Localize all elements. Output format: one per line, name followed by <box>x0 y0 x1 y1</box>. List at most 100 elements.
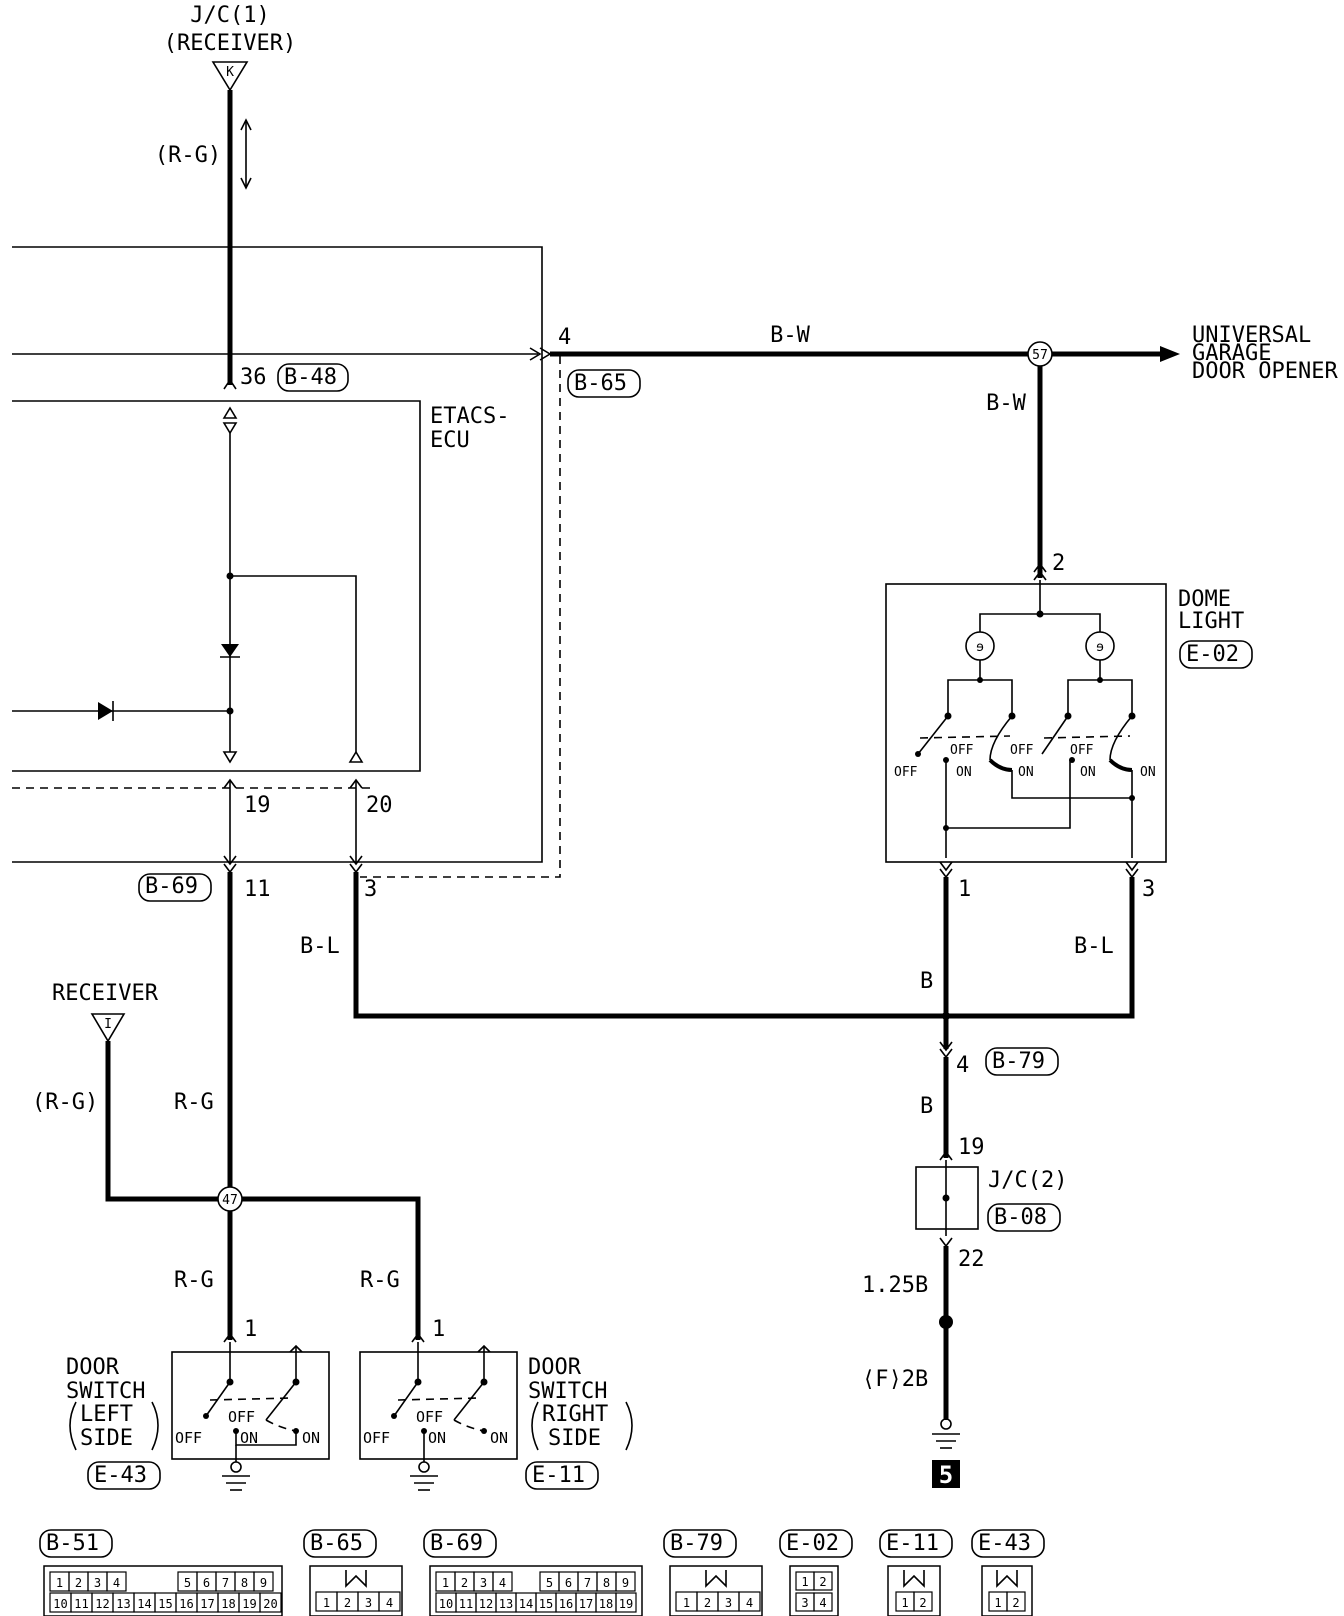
dome-switch-lever <box>917 715 949 755</box>
connector-pin-number: 14 <box>137 1597 151 1611</box>
connector-e11: E-11 <box>532 1463 585 1488</box>
pin-11: 11 <box>244 877 271 902</box>
connector-pin-number: 13 <box>499 1597 513 1611</box>
receiver-left-terminal <box>90 1013 126 1043</box>
pin-4: 4 <box>558 325 571 350</box>
door-right-on-label: ON <box>490 1429 508 1447</box>
dome-off-label: OFF <box>1070 743 1094 758</box>
connector-pin-number: 11 <box>74 1597 88 1611</box>
door-right-pin-1: 1 <box>432 1317 445 1342</box>
ecu-name-line1: ETACS- <box>430 404 509 429</box>
connector-e11-outline <box>525 1461 599 1490</box>
connector-pin-number: 10 <box>53 1597 67 1611</box>
connector-pin-number: 3 <box>801 1596 808 1610</box>
latch-icon <box>345 1570 367 1588</box>
dome-on-label: ON <box>1140 765 1156 780</box>
connector-pin-number: 19 <box>242 1597 256 1611</box>
wire-label-2b: ⟨F⟩2B <box>862 1367 928 1392</box>
connector-pin-cell <box>738 1591 761 1612</box>
connector-pin-number: 13 <box>116 1597 130 1611</box>
connector-pin-number: 3 <box>725 1596 732 1610</box>
legend-b79-connector <box>669 1565 763 1616</box>
legend-e43-label: E-43 <box>978 1531 1031 1556</box>
legend-b79-label: B-79 <box>670 1531 723 1556</box>
connector-pin-number: 17 <box>200 1597 214 1611</box>
dome-on-label: ON <box>1018 765 1034 780</box>
legend-b65-connector <box>309 1565 403 1616</box>
door-right-off-label: OFF <box>416 1408 443 1426</box>
connector-pin-cell <box>259 1592 282 1613</box>
jc2-label: J/C(2) <box>988 1168 1067 1193</box>
dome-off-label: OFF <box>894 765 918 780</box>
legend-e11-connector <box>887 1565 941 1616</box>
connector-pin-number: 10 <box>439 1597 453 1611</box>
connector-pin-number: 5 <box>184 1576 191 1590</box>
door-left-off-label: OFF <box>228 1408 255 1426</box>
ground-icon <box>932 1418 960 1449</box>
dome-light-box <box>885 583 1167 863</box>
wire-bl <box>353 872 1135 1019</box>
latch-icon <box>705 1570 727 1588</box>
receiver-top-line2: (RECEIVER) <box>164 31 296 56</box>
connector-pin-number: 14 <box>519 1597 533 1611</box>
legend-e11-label: E-11 <box>886 1531 939 1556</box>
wire-label-rg-upper: R-G <box>174 1090 214 1115</box>
wire-label-b-upper: B <box>920 969 933 994</box>
dome-name-line2: LIGHT <box>1178 609 1244 634</box>
connector-pin-number: 19 <box>619 1597 633 1611</box>
ecu-internal-terminal-top <box>222 406 238 435</box>
connector-pin-number: 1 <box>901 1596 908 1610</box>
connector-pin-number: 12 <box>479 1597 493 1611</box>
ground-number-badge <box>932 1460 960 1488</box>
connector-pin-number: 2 <box>919 1596 926 1610</box>
connector-pin-cell <box>492 1571 513 1592</box>
door-right-on-label: ON <box>428 1429 446 1447</box>
jc2-box <box>915 1166 979 1230</box>
wire-label-rg-right: R-G <box>360 1268 400 1293</box>
connector-b65-outline <box>567 369 641 398</box>
diode-icon <box>98 702 113 720</box>
connector-pin-number: 1 <box>56 1576 63 1590</box>
pin-19: 19 <box>244 793 271 818</box>
door-left-pin-1: 1 <box>244 1317 257 1342</box>
door-right-line1: DOOR <box>528 1355 582 1380</box>
connector-b65: B-65 <box>574 371 627 396</box>
connector-b48: B-48 <box>284 365 337 390</box>
dome-off-label: OFF <box>1010 743 1034 758</box>
connector-pin-cell <box>253 1571 274 1592</box>
connector-pin-number: 6 <box>203 1576 210 1590</box>
connector-pin-number: 1 <box>801 1575 808 1589</box>
connector-pin-cell <box>1006 1591 1026 1612</box>
connector-e43: E-43 <box>94 1463 147 1488</box>
door-right-line3: RIGHT <box>542 1402 608 1427</box>
wire-label-b-lower: B <box>920 1094 933 1119</box>
etacs-ecu-outer-box <box>12 246 543 863</box>
jc2-pin-22: 22 <box>958 1247 985 1272</box>
pin-36: 36 <box>240 365 267 390</box>
svg-text:ɘ: ɘ <box>1096 640 1104 655</box>
wire-label-bl-right: B-L <box>1074 934 1114 959</box>
connector-pin-number: 3 <box>94 1576 101 1590</box>
connector-pin-cell <box>913 1591 933 1612</box>
legend-e02-connector <box>789 1565 839 1616</box>
connector-pin-number: 4 <box>386 1596 393 1610</box>
legend-b69-connector <box>429 1565 643 1616</box>
wire-label-bw-main: B-W <box>770 323 810 348</box>
connector-pin-number: 12 <box>95 1597 109 1611</box>
connector-e43-outline <box>87 1461 161 1490</box>
b79-pin-4: 4 <box>956 1053 969 1078</box>
connector-pin-number: 1 <box>683 1596 690 1610</box>
splice-node <box>939 1315 953 1329</box>
wire-label-125b: 1.25B <box>862 1273 928 1298</box>
connector-pin-number: 17 <box>579 1597 593 1611</box>
connector-pin-cell <box>106 1571 127 1592</box>
ground-icon <box>410 1461 438 1491</box>
connector-pin-number: 8 <box>603 1576 610 1590</box>
connector-e02: E-02 <box>1186 642 1239 667</box>
connector-pin-number: 4 <box>113 1576 120 1590</box>
dome-pin2-arrow <box>1033 562 1047 581</box>
door-left-off-label: OFF <box>175 1429 202 1447</box>
